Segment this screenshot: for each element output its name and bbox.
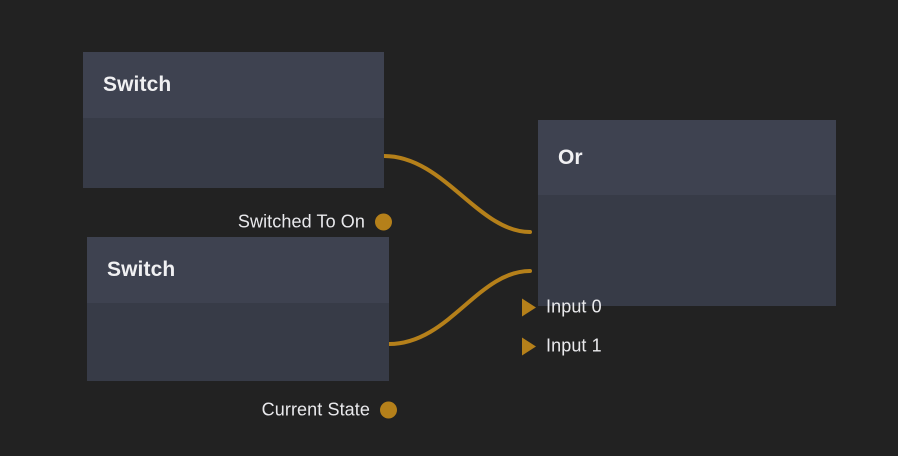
output-port-dot-icon[interactable] bbox=[380, 401, 397, 419]
node-header[interactable]: Switch bbox=[87, 237, 389, 303]
node-body: Switched To On bbox=[83, 118, 392, 232]
node-header[interactable]: Switch bbox=[83, 52, 384, 118]
node-title: Switch bbox=[103, 73, 172, 96]
output-port-dot-icon[interactable] bbox=[375, 213, 392, 231]
input-port-input-1[interactable]: Input 1 bbox=[522, 335, 602, 357]
output-port-label: Switched To On bbox=[237, 211, 365, 232]
input-port-input-0[interactable]: Input 0 bbox=[522, 296, 602, 318]
connection-link[interactable] bbox=[382, 154, 532, 234]
node-title: Switch bbox=[107, 258, 176, 281]
input-port-arrow-icon[interactable] bbox=[522, 337, 536, 355]
input-port-arrow-icon[interactable] bbox=[522, 298, 536, 316]
node-header[interactable]: Or bbox=[538, 120, 836, 195]
input-port-label: Input 0 bbox=[546, 296, 602, 317]
input-port-label: Input 1 bbox=[546, 335, 602, 356]
output-port-current-state[interactable]: Current State bbox=[261, 399, 397, 421]
node-body: Input 0 Input 1 bbox=[522, 195, 836, 356]
output-port-switched-to-on[interactable]: Switched To On bbox=[237, 211, 392, 233]
node-body: Current State bbox=[87, 303, 397, 420]
output-port-label: Current State bbox=[261, 399, 370, 420]
node-title: Or bbox=[558, 145, 583, 169]
connection-link[interactable] bbox=[387, 269, 532, 346]
